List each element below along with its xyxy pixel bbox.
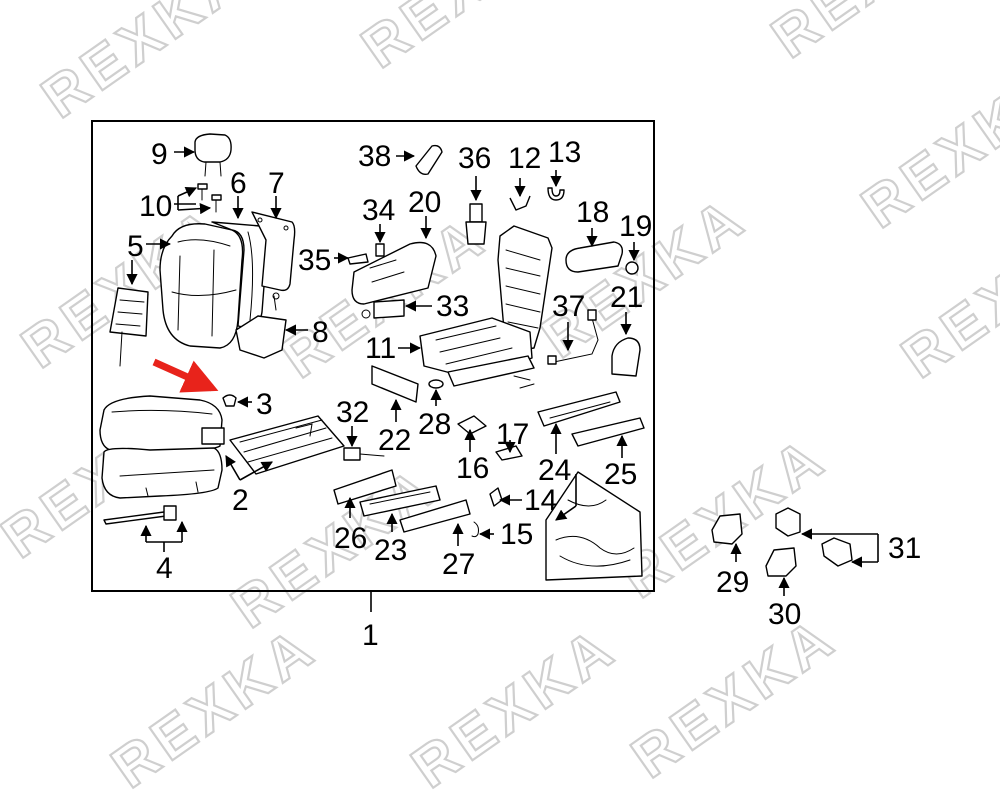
callout-19: 19	[619, 210, 652, 243]
armrest-part	[565, 241, 624, 273]
sensor-37-part	[547, 309, 599, 365]
callout-15: 15	[500, 518, 533, 551]
back-heater-part	[235, 292, 287, 359]
callout-23: 23	[374, 534, 407, 567]
heater-mat-part	[109, 287, 149, 367]
knob-35-part	[347, 253, 369, 265]
callout-22: 22	[378, 424, 411, 457]
connector-32-part	[343, 447, 385, 461]
callout-4: 4	[156, 552, 173, 585]
rail-24-part	[537, 391, 621, 427]
callout-38: 38	[358, 140, 391, 173]
cover-21-part	[611, 337, 641, 377]
callout-7: 7	[268, 167, 285, 200]
watermark-text: REXKA	[400, 614, 628, 800]
assembly-frame	[91, 120, 655, 592]
bolt-part	[103, 505, 177, 525]
callout-13: 13	[548, 136, 581, 169]
callout-24: 24	[538, 454, 571, 487]
cover-29-part	[711, 513, 743, 545]
callout-26: 26	[334, 522, 367, 555]
cap-19-part	[625, 261, 639, 275]
cover-27-part	[399, 499, 471, 533]
switch-33-part	[361, 299, 405, 319]
callout-14: 14	[524, 484, 557, 517]
handle-part	[415, 144, 443, 176]
callout-3: 3	[256, 388, 273, 421]
callout-10: 10	[139, 190, 172, 223]
grommet-28-part	[428, 379, 444, 389]
callout-11: 11	[365, 332, 396, 365]
callout-8: 8	[312, 316, 329, 349]
watermark-text: REXKA	[850, 54, 1000, 241]
bracket-16-part	[457, 415, 487, 435]
headrest-part	[194, 133, 232, 177]
callout-29: 29	[716, 566, 749, 599]
callout-36: 36	[458, 142, 491, 175]
clip-12-part	[509, 195, 531, 211]
trim-panel-22-part	[371, 365, 419, 403]
callout-1: 1	[362, 619, 379, 652]
callout-18: 18	[576, 196, 609, 229]
seat-heater-part	[229, 415, 345, 475]
rail-23-part	[359, 485, 441, 517]
watermark-text: REXKA	[350, 0, 578, 81]
callout-16: 16	[456, 452, 489, 485]
wire-harness-part	[545, 471, 643, 581]
leader-lines	[126, 146, 879, 596]
callout-17: 17	[496, 418, 529, 451]
callout-32: 32	[336, 396, 369, 429]
callout-5: 5	[127, 230, 144, 263]
callout-12: 12	[508, 142, 541, 175]
watermark-text: REXKA	[620, 604, 848, 791]
callout-28: 28	[418, 408, 451, 441]
callout-37: 37	[552, 290, 585, 323]
callout-2: 2	[232, 484, 249, 517]
watermark-text: REXKA	[30, 0, 258, 131]
seat-frame-part	[419, 225, 553, 389]
seatback-cover-part	[159, 223, 244, 349]
seat-cushion-cover-part	[99, 395, 225, 499]
side-shield-part	[351, 241, 437, 305]
watermark-text: REXKA	[890, 204, 1000, 391]
switch-part	[465, 203, 487, 245]
callout-31: 31	[888, 532, 921, 565]
callout-30: 30	[768, 598, 801, 631]
callout-6: 6	[230, 167, 247, 200]
knob-34-part	[375, 243, 385, 257]
bracket-31-lower-part	[821, 537, 853, 567]
rail-cover-25-part	[571, 417, 645, 447]
watermark-text: REXKA	[100, 614, 328, 800]
callout-25: 25	[604, 458, 637, 491]
callout-21: 21	[610, 281, 643, 314]
bolts-part	[197, 183, 222, 213]
callout-20: 20	[408, 186, 441, 219]
callout-labels: 1 2 3 4 5 6 7 8 9 10 11 12 13 14 15 16 1…	[127, 136, 921, 652]
callout-9: 9	[151, 138, 168, 171]
bracket-31-upper-part	[775, 507, 801, 537]
watermark-text: REXKA	[760, 0, 988, 71]
clip-14-part	[489, 487, 503, 507]
clip-15-part	[471, 521, 479, 538]
clip-13-part	[547, 187, 565, 201]
highlight-arrow	[152, 358, 219, 393]
callout-35: 35	[298, 244, 331, 277]
callout-27: 27	[442, 548, 475, 581]
clip-part	[222, 394, 237, 407]
cover-30-part	[765, 547, 797, 577]
seatback-board-part	[251, 211, 296, 292]
callout-33: 33	[436, 290, 469, 323]
callout-34: 34	[362, 194, 395, 227]
bracket-26-part	[333, 469, 397, 505]
